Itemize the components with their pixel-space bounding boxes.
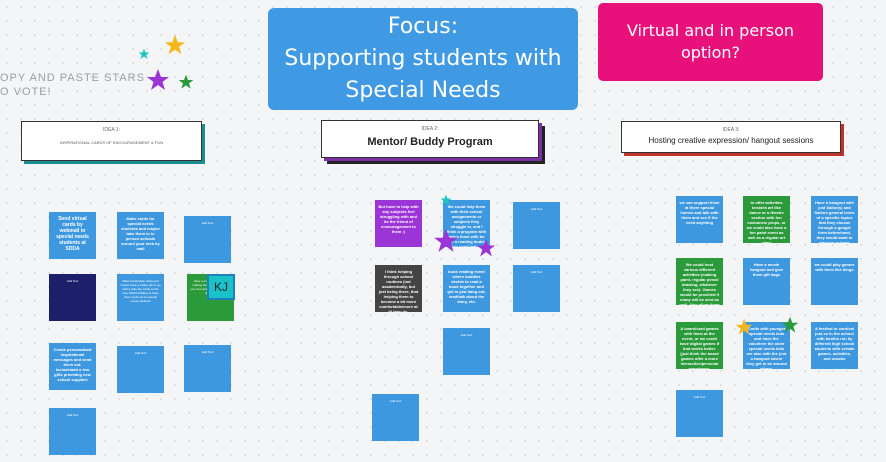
idea-2-label: IDEA 2: xyxy=(421,126,439,132)
note-text: book reading event where buddies decide … xyxy=(447,269,486,304)
user-tag-kj[interactable]: KJ xyxy=(207,274,235,300)
note-text: we can support them at there special hom… xyxy=(679,200,720,225)
user-tag-text: KJ xyxy=(213,280,228,294)
star-icon[interactable] xyxy=(476,238,496,258)
vote-instructions-line1: OPY AND PASTE STARS xyxy=(0,72,145,84)
note-text: We could help them with their school ass… xyxy=(446,204,487,247)
sticky-note[interactable]: A board/card games with them at the even… xyxy=(676,322,723,369)
sticky-note[interactable]: Add Text xyxy=(513,265,560,312)
note-text: Add Text xyxy=(201,221,214,225)
sticky-note[interactable]: Have a hangout with just Sailor(s) and S… xyxy=(811,196,858,243)
sticky-note[interactable]: Send virtual cards by webmail to special… xyxy=(49,212,96,259)
star-icon[interactable] xyxy=(735,318,753,336)
note-text: Add Text xyxy=(201,350,214,354)
idea-3-label: IDEA 3: xyxy=(722,127,740,133)
note-text: Add Text xyxy=(460,333,473,337)
note-text: Add Text xyxy=(530,270,543,274)
star-icon[interactable] xyxy=(433,228,459,254)
note-text: Add Text xyxy=(530,207,543,211)
note-text: Add Text xyxy=(66,279,79,283)
sticky-note[interactable]: We could host various different activiti… xyxy=(676,258,723,305)
idea-2-card[interactable]: IDEA 2: Mentor/ Buddy Program xyxy=(321,120,539,158)
sticky-note[interactable]: book reading event where buddies decide … xyxy=(443,265,490,312)
sticky-note[interactable]: Add Text xyxy=(443,328,490,375)
note-text: Make handmade cards and maybe have a cof… xyxy=(120,279,161,303)
note-text: We could host various different activiti… xyxy=(679,262,720,305)
note-text: I think helping through school routines … xyxy=(378,269,419,312)
star-icon[interactable] xyxy=(146,68,170,92)
vote-instructions: OPY AND PASTE STARS O VOTE! xyxy=(0,71,145,99)
idea-3-card[interactable]: IDEA 3: Hosting creative expression/ han… xyxy=(621,121,841,153)
sticky-note[interactable]: Make handmade cards and maybe have a cof… xyxy=(117,274,164,321)
note-text: Send virtual cards by webmail to special… xyxy=(56,216,89,252)
focus-subtitle-2: Special Needs xyxy=(345,78,501,103)
note-text: Crafts with younger special needs kids a… xyxy=(746,326,787,369)
vote-instructions-line2: O VOTE! xyxy=(0,86,52,98)
sticky-note[interactable]: Crafts with younger special needs kids a… xyxy=(743,322,790,369)
note-text: Make cards for special needs students an… xyxy=(121,216,160,251)
note-text: Create personalized inspirational messag… xyxy=(53,347,92,382)
sticky-note[interactable]: I think helping through school routines … xyxy=(375,265,422,312)
sticky-note[interactable]: we can support them at there special hom… xyxy=(676,196,723,243)
sticky-note[interactable]: Add Text xyxy=(372,394,419,441)
sticky-note[interactable]: Add Text xyxy=(184,345,231,392)
note-text: Add Text xyxy=(66,413,79,417)
sticky-note[interactable]: Make cards for special needs students an… xyxy=(117,212,164,259)
note-text: But have to help with any subjects feel … xyxy=(378,204,419,234)
focus-subtitle-1: Supporting students with xyxy=(284,46,562,71)
sticky-note[interactable]: Add Text xyxy=(117,346,164,393)
focus-title: Focus: xyxy=(387,14,459,39)
sticky-note[interactable]: But have to help with any subjects feel … xyxy=(375,200,422,247)
sticky-note[interactable]: we could play games with them like bingo xyxy=(811,258,858,305)
note-text: Add Text xyxy=(693,395,706,399)
sticky-note[interactable]: Add Text xyxy=(184,216,231,263)
note-text: Add Text xyxy=(134,351,147,355)
note-text: Add Text xyxy=(389,399,402,403)
star-icon[interactable] xyxy=(164,34,186,56)
idea-2-title: Mentor/ Buddy Program xyxy=(367,136,493,148)
sticky-note[interactable]: Add Text xyxy=(676,390,723,437)
star-icon[interactable] xyxy=(440,194,452,206)
virtual-line-1: Virtual and in person xyxy=(626,21,795,40)
note-text: to offer activities besides art like dan… xyxy=(746,200,787,243)
sticky-note[interactable]: Create personalized inspirational messag… xyxy=(49,343,96,390)
star-icon[interactable] xyxy=(781,316,799,334)
note-text: Have a movie hangout and give them gift … xyxy=(749,262,784,277)
sticky-note[interactable]: to offer activities besides art like dan… xyxy=(743,196,790,243)
sticky-note[interactable]: Have a movie hangout and give them gift … xyxy=(743,258,790,305)
sticky-note[interactable]: Add Text xyxy=(49,408,96,455)
star-icon[interactable] xyxy=(178,74,194,90)
note-text: A board/card games with them at the even… xyxy=(679,326,720,369)
idea-1-card[interactable]: IDEA 1: INSPIRATIONAL CARDS OF ENCOURAGE… xyxy=(21,121,202,161)
sticky-note[interactable]: Add Text xyxy=(513,202,560,249)
star-icon[interactable] xyxy=(138,48,150,60)
sticky-note[interactable]: A festival or carnival just so in the sc… xyxy=(811,322,858,369)
virtual-line-2: option? xyxy=(680,43,741,62)
idea-3-title: Hosting creative expression/ hangout ses… xyxy=(648,136,814,145)
note-text: Have a hangout with just Sailor(s) and S… xyxy=(814,200,855,243)
idea-1-title: INSPIRATIONAL CARDS OF ENCOURAGEMENT & F… xyxy=(59,140,164,145)
idea-1-label: IDEA 1: xyxy=(103,127,120,133)
sticky-note[interactable]: Add Text xyxy=(49,274,96,321)
note-text: we could play games with them like bingo xyxy=(814,262,855,272)
focus-banner[interactable]: Focus: Supporting students with Special … xyxy=(268,8,578,110)
virtual-option-banner[interactable]: Virtual and in person option? xyxy=(598,3,823,81)
note-text: A festival or carnival just so in the sc… xyxy=(814,326,855,361)
